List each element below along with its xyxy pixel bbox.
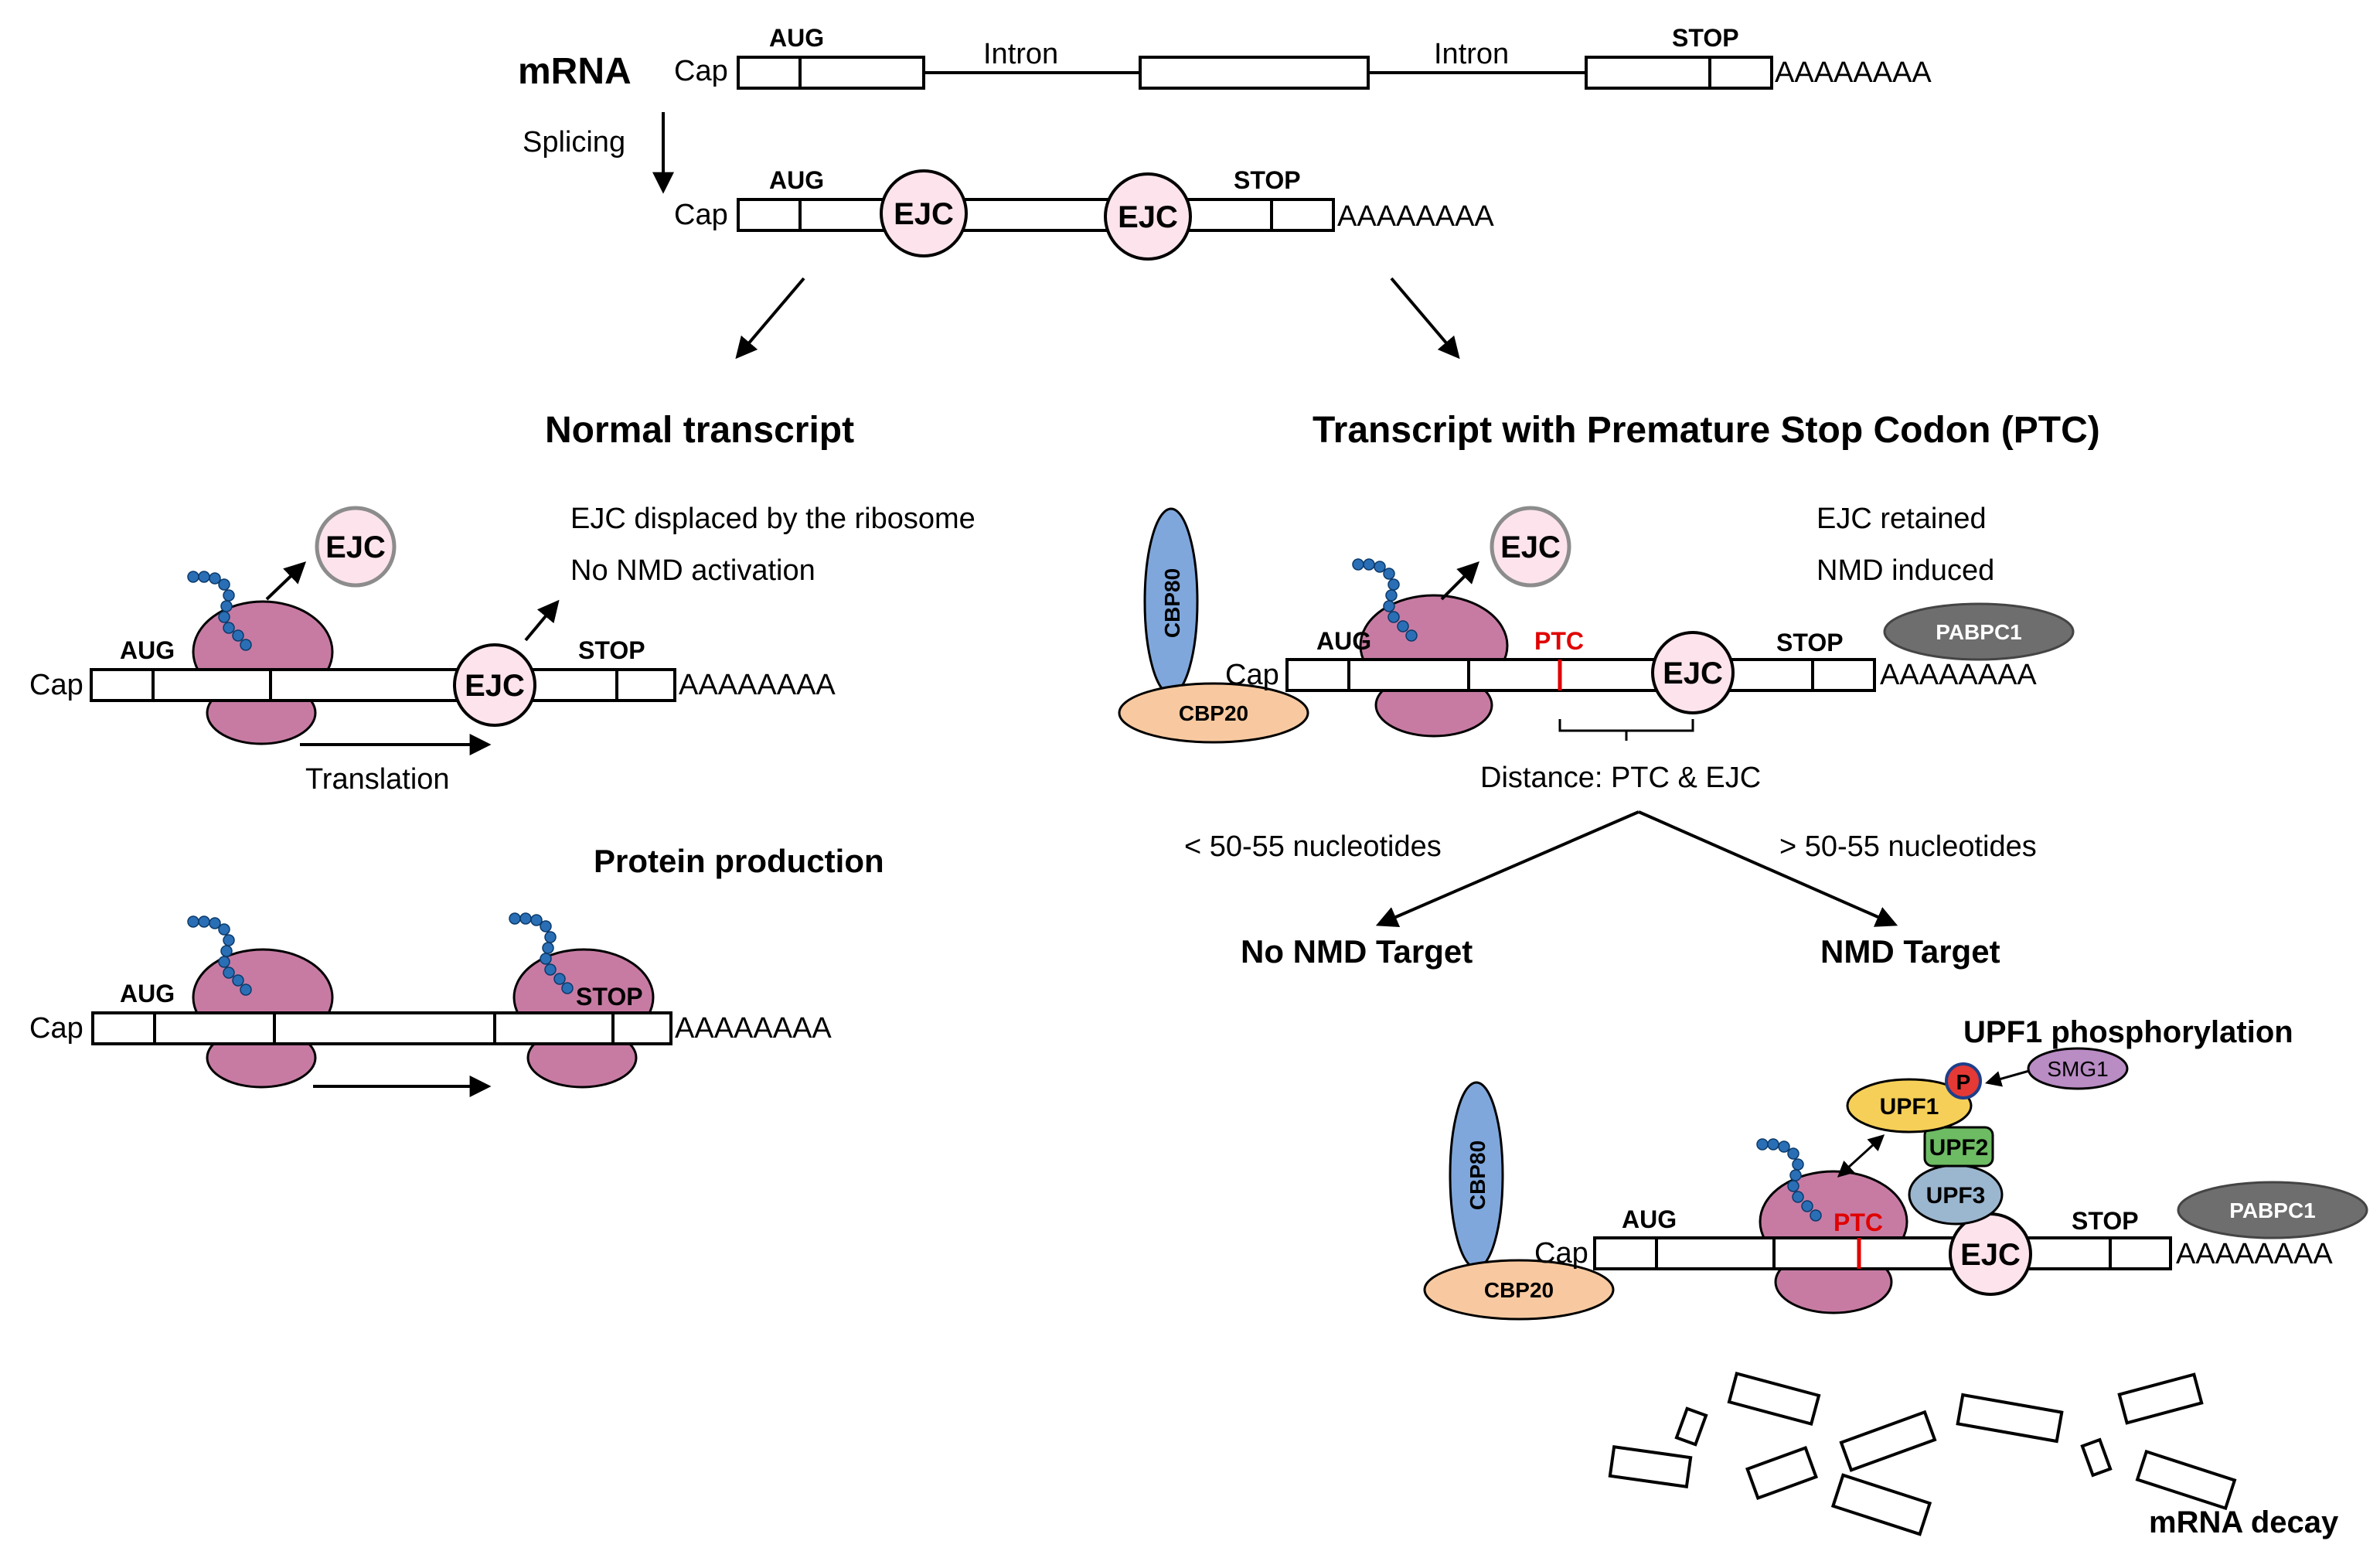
peptide-chain-2 bbox=[509, 912, 574, 994]
protein-production: Cap AUG STOP AAAAAAAA bbox=[29, 912, 832, 1097]
ejc-bound bbox=[453, 643, 536, 727]
aug-label: AUG bbox=[769, 24, 824, 52]
polya-label: AAAAAAAA bbox=[1775, 56, 1932, 89]
svg-text:AAAAAAAA: AAAAAAAA bbox=[675, 1012, 832, 1045]
svg-text:PTC: PTC bbox=[1834, 1209, 1883, 1236]
svg-text:STOP: STOP bbox=[1234, 166, 1301, 194]
normal-title: Normal transcript bbox=[545, 410, 854, 451]
ejc-1 bbox=[880, 169, 968, 257]
less-label: < 50-55 nucleotides bbox=[1184, 830, 1442, 863]
peptide-chain bbox=[1352, 558, 1418, 642]
svg-text:AUG: AUG bbox=[1622, 1205, 1677, 1233]
svg-text:UPF2: UPF2 bbox=[1929, 1135, 1989, 1161]
upf1 bbox=[1846, 1078, 1973, 1134]
svg-text:Cap: Cap bbox=[29, 669, 83, 701]
svg-text:PABPC1: PABPC1 bbox=[1936, 620, 2022, 644]
normal-note-2: No NMD activation bbox=[570, 554, 815, 587]
nmd-complex: CBP80 CBP20 Cap PTC AUG STOP AAAAAAAA PA… bbox=[1423, 1047, 2368, 1321]
exon-1 bbox=[737, 56, 925, 90]
peptide-chain bbox=[187, 571, 252, 651]
ptc-note-2: NMD induced bbox=[1816, 554, 1994, 587]
ptc-title: Transcript with Premature Stop Codon (PT… bbox=[1313, 410, 2100, 451]
svg-text:STOP: STOP bbox=[2072, 1207, 2139, 1235]
exon-3 bbox=[1585, 56, 1773, 90]
no-nmd-target: No NMD Target bbox=[1241, 933, 1473, 970]
ptc-note-1: EJC retained bbox=[1816, 503, 1987, 535]
ejc-free bbox=[315, 506, 397, 588]
cbp20 bbox=[1118, 682, 1309, 744]
normal-translation: Cap AUG STOP AAAAAAAA EJC EJC Translatio… bbox=[29, 506, 836, 796]
ejc-2 bbox=[1104, 172, 1192, 261]
svg-text:PTC: PTC bbox=[1534, 627, 1584, 655]
translation-label: Translation bbox=[305, 763, 450, 796]
decision-branch: < 50-55 nucleotides > 50-55 nucleotides … bbox=[1184, 810, 2037, 970]
svg-text:AAAAAAAA: AAAAAAAA bbox=[2176, 1238, 2333, 1270]
intron-label-1: Intron bbox=[983, 38, 1058, 70]
upf1-phosphorylation-title: UPF1 phosphorylation bbox=[1963, 1015, 2293, 1049]
mrna-label: mRNA bbox=[518, 51, 632, 92]
svg-text:AUG: AUG bbox=[120, 980, 175, 1007]
svg-text:Cap: Cap bbox=[1225, 659, 1279, 691]
phospho-p bbox=[1945, 1062, 1982, 1099]
svg-text:CBP20: CBP20 bbox=[1179, 701, 1248, 725]
svg-text:UPF1: UPF1 bbox=[1880, 1094, 1939, 1120]
svg-text:AUG: AUG bbox=[120, 636, 175, 664]
svg-text:P: P bbox=[1956, 1070, 1971, 1094]
svg-text:STOP: STOP bbox=[576, 983, 643, 1011]
svg-text:CBP80: CBP80 bbox=[1466, 1140, 1490, 1210]
distance-label: Distance: PTC & EJC bbox=[1480, 762, 1761, 794]
svg-text:UPF3: UPF3 bbox=[1926, 1183, 1986, 1209]
ptc-transcript: CBP80 CBP20 Cap PTC AUG STOP AAAAAAAA PA… bbox=[1118, 506, 2075, 794]
svg-text:Cap: Cap bbox=[674, 199, 728, 231]
arrow-to-normal bbox=[735, 277, 805, 360]
svg-text:CBP20: CBP20 bbox=[1484, 1278, 1554, 1302]
svg-text:EJC: EJC bbox=[894, 197, 954, 231]
svg-text:Cap: Cap bbox=[29, 1012, 83, 1045]
stop-label: STOP bbox=[1672, 24, 1739, 52]
svg-text:EJC: EJC bbox=[1500, 530, 1561, 564]
more-label: > 50-55 nucleotides bbox=[1779, 830, 2037, 863]
cap-label: Cap bbox=[674, 55, 728, 87]
svg-text:EJC: EJC bbox=[1960, 1238, 2021, 1272]
upf2 bbox=[1923, 1126, 1994, 1168]
peptide-chain bbox=[1756, 1138, 1822, 1222]
mrna-fragments bbox=[1608, 1371, 2237, 1536]
smg1 bbox=[2027, 1047, 2129, 1090]
protein-production-title: Protein production bbox=[594, 843, 884, 879]
svg-text:AAAAAAAA: AAAAAAAA bbox=[1880, 659, 2037, 691]
svg-text:AAAAAAAA: AAAAAAAA bbox=[1337, 200, 1494, 233]
ejc-retained bbox=[1651, 631, 1735, 714]
peptide-chain-1 bbox=[187, 915, 252, 996]
svg-text:SMG1: SMG1 bbox=[2047, 1057, 2108, 1081]
svg-text:CBP80: CBP80 bbox=[1160, 568, 1184, 638]
intron-label-2: Intron bbox=[1434, 38, 1509, 70]
pre-mrna: mRNA Cap AUG Intron Intron STOP AAAAAAAA bbox=[518, 24, 1932, 92]
svg-text:EJC: EJC bbox=[325, 530, 386, 564]
splicing-label: Splicing bbox=[523, 126, 625, 159]
arrow-to-ptc bbox=[1390, 277, 1460, 360]
svg-text:AUG: AUG bbox=[1316, 627, 1371, 655]
svg-text:STOP: STOP bbox=[578, 636, 645, 664]
svg-text:Cap: Cap bbox=[1534, 1237, 1588, 1270]
nmd-target: NMD Target bbox=[1820, 933, 2000, 970]
mrna-decay-label: mRNA decay bbox=[2149, 1505, 2339, 1539]
svg-text:EJC: EJC bbox=[1118, 200, 1178, 234]
svg-text:AUG: AUG bbox=[769, 166, 824, 194]
svg-text:EJC: EJC bbox=[465, 669, 525, 703]
svg-text:EJC: EJC bbox=[1663, 656, 1723, 690]
exon-2 bbox=[1139, 56, 1370, 90]
svg-text:PABPC1: PABPC1 bbox=[2229, 1198, 2316, 1222]
svg-text:STOP: STOP bbox=[1776, 629, 1844, 656]
pabpc1 bbox=[1883, 602, 2075, 661]
svg-text:AAAAAAAA: AAAAAAAA bbox=[679, 669, 836, 701]
normal-note-1: EJC displaced by the ribosome bbox=[570, 503, 975, 535]
spliced-mrna: Cap AUG STOP AAAAAAAA EJC EJC bbox=[674, 166, 1494, 261]
